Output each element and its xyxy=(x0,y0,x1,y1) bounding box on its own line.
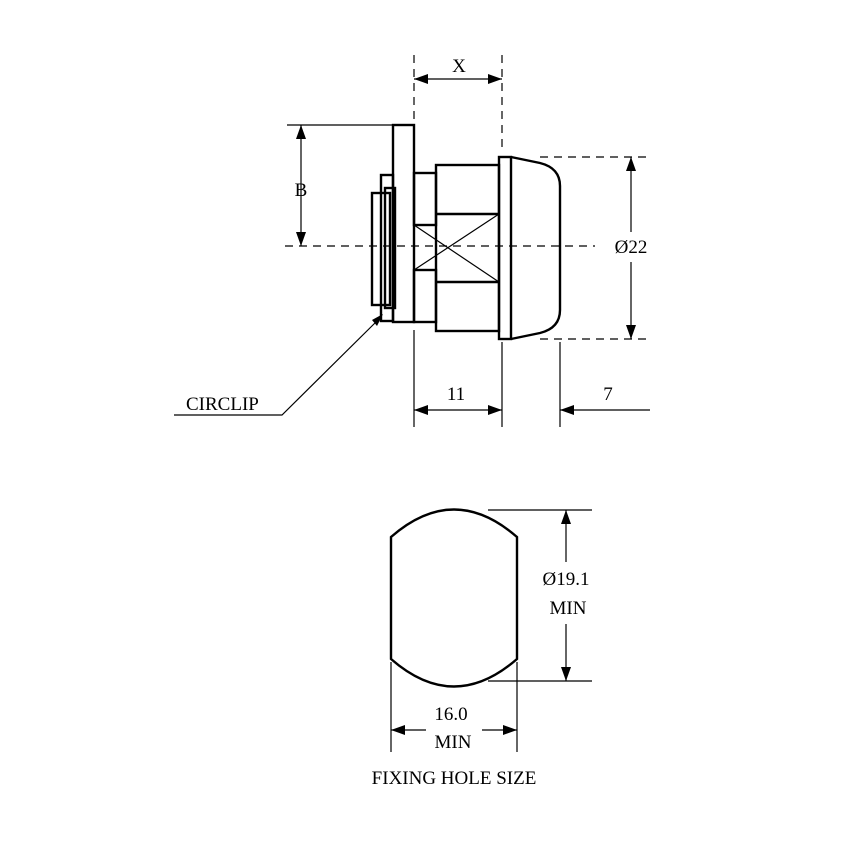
dia19-arrow-top xyxy=(561,510,571,524)
dia22-arrow-top xyxy=(626,157,636,171)
dia19-arrow-bottom xyxy=(561,667,571,681)
dimension-11 xyxy=(413,330,503,427)
x-arrow-left xyxy=(414,74,428,84)
label-dia19-min: MIN xyxy=(550,598,587,619)
label-11: 11 xyxy=(447,384,465,405)
label-dia22: Ø22 xyxy=(615,237,648,258)
lock-head xyxy=(510,155,562,341)
dimension-x xyxy=(413,55,503,150)
collar xyxy=(383,186,397,310)
label-width16: 16.0 xyxy=(434,704,467,725)
dia22-arrow-bottom xyxy=(626,325,636,339)
fixing-hole xyxy=(389,508,592,752)
dimension-dia22 xyxy=(540,156,650,340)
dim11-arrow-left xyxy=(414,405,428,415)
label-circlip: CIRCLIP xyxy=(186,394,259,415)
body-step-bottom xyxy=(412,268,438,324)
x-arrow-right xyxy=(488,74,502,84)
dim11-arrow-right xyxy=(488,405,502,415)
front-shoulder xyxy=(497,155,513,341)
label-dia19: Ø19.1 xyxy=(543,569,590,590)
label-width16-min: MIN xyxy=(435,732,472,753)
rear-step xyxy=(379,173,395,323)
w16-arrow-left xyxy=(391,725,405,735)
b-arrow-bottom xyxy=(296,232,306,246)
label-x: X xyxy=(452,56,466,77)
fixing-hole-outline xyxy=(389,508,519,688)
caption-fixing-hole: FIXING HOLE SIZE xyxy=(372,768,537,789)
lock-side-view xyxy=(174,123,595,416)
label-b: B xyxy=(295,180,308,201)
w16-arrow-right xyxy=(503,725,517,735)
label-7: 7 xyxy=(603,384,613,405)
circlip-leader xyxy=(174,317,381,416)
dimension-b xyxy=(287,124,393,246)
flat-cross-a xyxy=(413,224,500,283)
flat-cross-b xyxy=(413,213,500,271)
dimension-7 xyxy=(559,342,650,427)
circlip-arrowhead xyxy=(372,314,383,326)
main-body xyxy=(434,163,501,333)
body-step-top xyxy=(412,171,438,227)
dim7-arrow xyxy=(560,405,574,415)
b-arrow-top xyxy=(296,125,306,139)
